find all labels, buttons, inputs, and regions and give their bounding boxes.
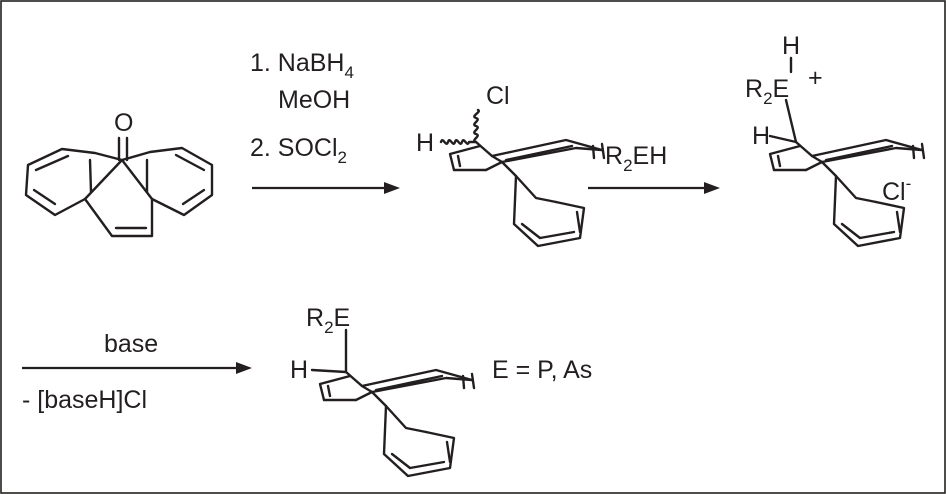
svg-text:R2E: R2E <box>306 304 350 337</box>
final-product-structure: R2E H <box>290 304 476 478</box>
svg-text:2. SOCl2: 2. SOCl2 <box>250 134 347 167</box>
svg-text:H: H <box>290 356 308 384</box>
element-legend: E = P, As <box>492 356 592 384</box>
dibenzosuberenone-structure: O <box>24 109 214 238</box>
reaction-arrow-3 <box>22 362 252 374</box>
svg-text:MeOH: MeOH <box>278 86 350 114</box>
svg-text:1. NaBH4: 1. NaBH4 <box>250 49 354 82</box>
onium-salt-structure: H R2E + H Cl- <box>745 32 926 248</box>
oxygen-label: O <box>114 109 133 137</box>
svg-text:R2E: R2E <box>745 75 789 108</box>
chloride-product-structure: Cl H <box>416 82 606 248</box>
svg-text:H: H <box>782 32 800 60</box>
svg-text:H: H <box>752 122 770 150</box>
reaction-arrow-2 <box>588 182 720 194</box>
svg-text:+: + <box>808 64 823 92</box>
step3-byproduct: - [baseH]Cl <box>22 386 147 414</box>
chloride-counterion: Cl- <box>882 174 911 206</box>
step2-reagent: R2EH <box>605 142 667 175</box>
hydrogen-label: H <box>416 129 434 157</box>
step1-conditions: 1. NaBH4 MeOH 2. SOCl2 <box>250 49 354 167</box>
step3-reagent: base <box>104 330 158 358</box>
chlorine-label: Cl <box>486 82 510 110</box>
reaction-arrow-1 <box>252 182 400 194</box>
